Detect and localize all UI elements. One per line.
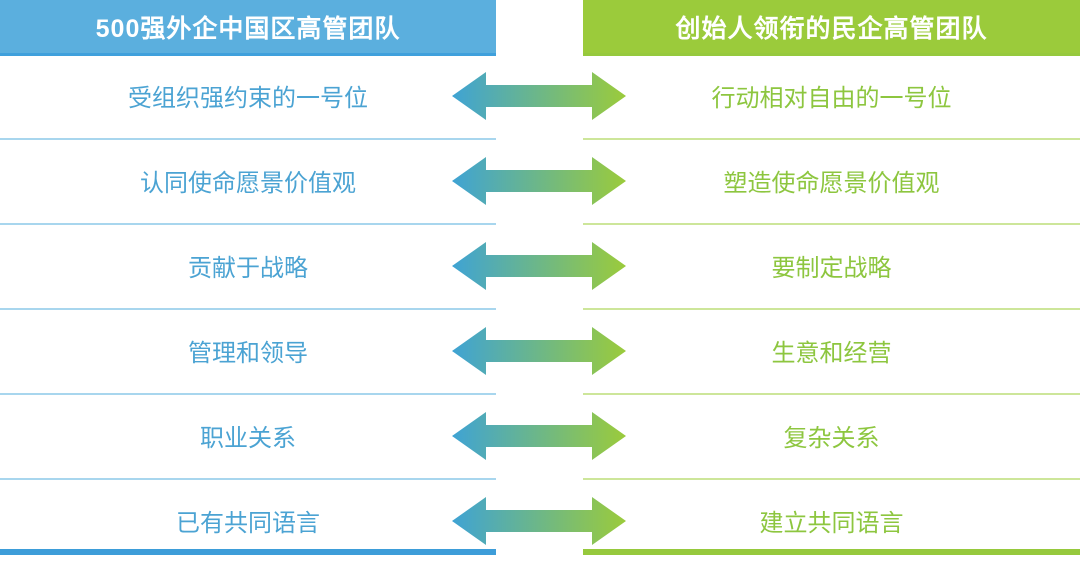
left-row-label-2: 认同使命愿景价值观 (140, 170, 356, 197)
right-row-label-2: 塑造使命愿景价值观 (723, 170, 940, 197)
connector-slot-3 (452, 223, 626, 308)
right-row-label-4: 生意和经营 (771, 340, 892, 367)
double-headed-arrow-icon (452, 326, 626, 375)
list-item: 贡献于战略 (0, 223, 496, 308)
right-row-label-1: 行动相对自由的一号位 (711, 85, 952, 112)
list-item: 管理和领导 (0, 308, 496, 393)
left-row-label-1: 受组织强约束的一号位 (128, 85, 368, 112)
double-headed-arrow-icon (452, 241, 626, 290)
list-item: 职业关系 (0, 393, 496, 478)
right-column-top-rule (583, 53, 1080, 56)
left-column-header: 500强外企中国区高管团队 (0, 0, 496, 53)
list-item: 行动相对自由的一号位 (583, 53, 1080, 138)
right-row-label-5: 复杂关系 (783, 425, 880, 452)
right-row-label-6: 建立共同语言 (759, 510, 904, 537)
connector-slot-1 (452, 53, 626, 138)
double-headed-arrow-icon (452, 411, 626, 460)
connector-slot-6 (452, 478, 626, 563)
double-headed-arrow-icon (452, 71, 626, 120)
list-item: 塑造使命愿景价值观 (583, 138, 1080, 223)
list-item: 复杂关系 (583, 393, 1080, 478)
left-row-label-4: 管理和领导 (188, 340, 308, 367)
left-row-label-3: 贡献于战略 (188, 255, 308, 282)
right-column-body: 行动相对自由的一号位 塑造使命愿景价值观 要制定战略 生意和经营 复杂关系 建立… (583, 53, 1080, 563)
connector-column (452, 53, 626, 563)
list-item: 受组织强约束的一号位 (0, 53, 496, 138)
double-headed-arrow-icon (452, 156, 626, 205)
double-headed-arrow-icon (452, 496, 626, 545)
left-column-bottom-rule (0, 549, 496, 555)
list-item: 生意和经营 (583, 308, 1080, 393)
left-column-top-rule (0, 53, 496, 56)
connector-slot-2 (452, 138, 626, 223)
right-row-label-3: 要制定战略 (771, 255, 892, 282)
list-item: 建立共同语言 (583, 478, 1080, 563)
list-item: 认同使命愿景价值观 (0, 138, 496, 223)
left-row-label-6: 已有共同语言 (176, 510, 320, 537)
connector-slot-4 (452, 308, 626, 393)
list-item: 要制定战略 (583, 223, 1080, 308)
right-column-bottom-rule (583, 549, 1080, 555)
right-column-header: 创始人领衔的民企高管团队 (583, 0, 1080, 53)
left-column-body: 受组织强约束的一号位 认同使命愿景价值观 贡献于战略 管理和领导 职业关系 已有… (0, 53, 496, 563)
list-item: 已有共同语言 (0, 478, 496, 563)
connector-slot-5 (452, 393, 626, 478)
left-row-label-5: 职业关系 (200, 425, 296, 452)
